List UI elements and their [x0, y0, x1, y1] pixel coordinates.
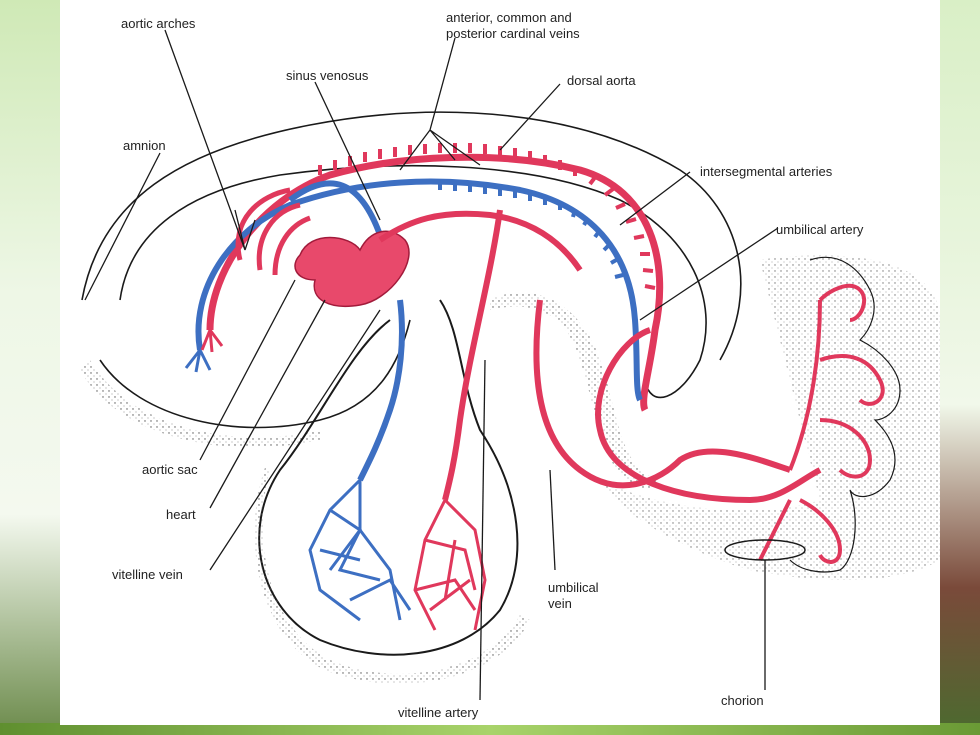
sinus-venosus-vessel	[378, 210, 583, 272]
label-aortic-sac: aortic sac	[142, 462, 198, 477]
head-branches-blue	[184, 349, 212, 373]
head-branches-red	[200, 329, 224, 353]
label-sinus-venosus: sinus venosus	[286, 68, 369, 83]
chorion-stipple	[600, 255, 940, 580]
label-umbilical-vein-line2: vein	[548, 596, 572, 611]
chorionic-villi	[758, 283, 885, 564]
body-fold-stipple	[490, 292, 660, 490]
anterior-cardinal-vein	[288, 180, 383, 237]
diagram-canvas: aortic arches anterior, common and poste…	[60, 0, 940, 725]
chorionic-villi-outline	[789, 256, 901, 573]
cardinal-vein-teeth	[438, 182, 624, 279]
slide-background-left	[0, 0, 60, 735]
amnion-outline	[81, 111, 742, 361]
yolk-sac-veins	[308, 478, 412, 622]
leader-lines	[84, 29, 779, 701]
intersegmental-arteries	[318, 143, 656, 290]
embryo-circulation-diagram	[80, 29, 940, 701]
embryo-body-outline	[119, 164, 707, 399]
label-cardinal-veins-line2: posterior cardinal veins	[446, 26, 580, 41]
yolk-sac-outline	[258, 299, 519, 656]
label-intersegmental-arteries: intersegmental arteries	[700, 164, 833, 179]
umbilical-vein-vessel	[533, 299, 791, 489]
cardinal-veins	[195, 178, 643, 402]
label-heart: heart	[166, 507, 196, 522]
label-aortic-arches: aortic arches	[121, 16, 196, 31]
label-cardinal-veins-line1: anterior, common and	[446, 10, 572, 25]
label-umbilical-vein-line1: umbilical	[548, 580, 599, 595]
umbilical-artery-vessel	[595, 327, 822, 504]
slide-background-right	[940, 0, 980, 735]
aortic-arches	[235, 187, 311, 276]
label-vitelline-vein: vitelline vein	[112, 567, 183, 582]
label-dorsal-aorta: dorsal aorta	[567, 73, 636, 88]
label-chorion: chorion	[721, 693, 764, 708]
yolk-sac-arteries	[413, 498, 487, 631]
vitelline-artery-vessel	[442, 209, 503, 501]
vitelline-vein-vessel	[357, 299, 405, 482]
label-umbilical-artery: umbilical artery	[776, 222, 864, 237]
slide-bottom-bar	[0, 723, 980, 735]
label-amnion: amnion	[123, 138, 166, 153]
heart-shape	[294, 230, 410, 307]
label-vitelline-artery: vitelline artery	[398, 705, 479, 720]
